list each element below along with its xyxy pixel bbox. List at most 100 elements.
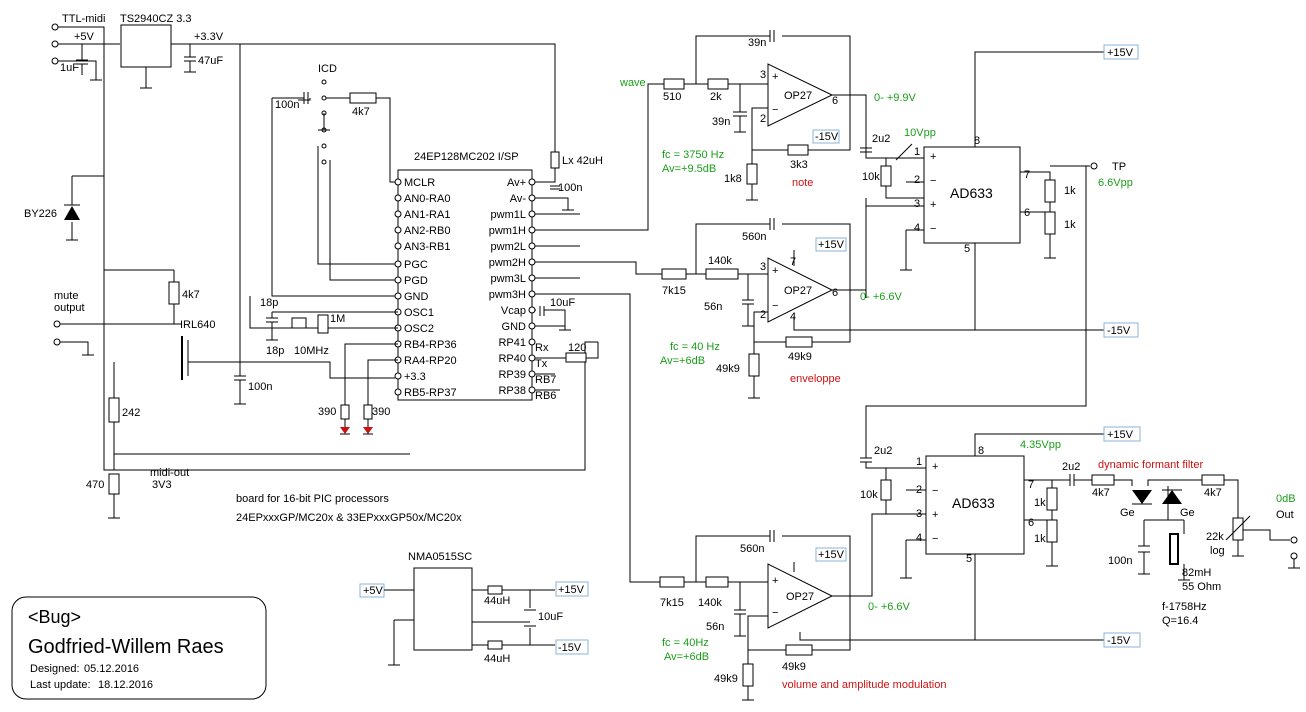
resistor-140k-vol	[705, 576, 729, 588]
resistor-1k-b-mult1	[1044, 211, 1056, 235]
stage-envelope: 7k15 140k 560n 56n OP27 +− 3 2 7 4 6 +15…	[535, 198, 975, 399]
regulator-ts2940	[120, 24, 172, 68]
mcu-pin-left: RA4-RP20	[404, 355, 457, 367]
r49k9-env-label: 49k9	[716, 363, 740, 375]
power-section: TTL-midi +5V 1uF TS2940CZ 3.3 +3.3V 47uF…	[24, 13, 556, 471]
pin-3: 3	[916, 508, 922, 520]
r140k-vol-label: 140k	[698, 597, 722, 609]
diode-label: BY226	[24, 208, 57, 220]
mcu-pin-left: PGC	[404, 259, 428, 271]
mcu-pin-right: Av+	[507, 177, 526, 189]
pos15-mult1-box	[1103, 44, 1139, 60]
out-label: Out	[1276, 509, 1294, 521]
filter-title: dynamic formant filter	[1098, 459, 1203, 471]
svg-text:+: +	[930, 151, 936, 163]
pin-2: 2	[760, 113, 766, 125]
r4k7-icd-label: 4k7	[352, 106, 370, 118]
svg-text:−: −	[930, 223, 936, 235]
fet-label: IRL640	[180, 319, 215, 331]
designed-label: Designed:	[30, 663, 80, 675]
resistor-10k-mult2	[880, 479, 892, 501]
inductor-44uh-a	[487, 585, 503, 595]
range-env-label: 0- +6.6V	[860, 291, 903, 303]
mute-label-2: output	[54, 302, 85, 314]
r10k-mult1-label: 10k	[862, 171, 880, 183]
range-vol-label: 0- +6.6V	[868, 601, 911, 613]
c10uf-vcap-label: 10uF	[550, 297, 575, 309]
svg-text:+: +	[772, 575, 778, 587]
pin-3: 3	[760, 261, 766, 273]
inductor-lx	[550, 151, 560, 169]
pin-7: 7	[790, 256, 796, 268]
diode-ge-b	[1162, 490, 1182, 504]
update-date: 18.12.2016	[98, 679, 153, 691]
neg15-vol-label: -15V	[1107, 635, 1131, 647]
crystal-10mhz	[291, 317, 307, 329]
mute-terminal-b	[53, 338, 61, 346]
inductor-44uh-b	[487, 640, 503, 650]
led-a-symbol	[340, 427, 350, 434]
opamp-vol-label: OP27	[786, 591, 814, 603]
f-label: f-1758Hz	[1162, 601, 1207, 613]
resistor-10k-mult1	[880, 165, 892, 187]
svg-text:+: +	[930, 199, 936, 211]
pos15-vol-label: +15V	[818, 549, 845, 561]
c2u2-mult1-label: 2u2	[872, 133, 890, 145]
r510-label: 510	[663, 91, 681, 103]
out-terminal	[1290, 536, 1298, 544]
neg15-vol-box	[1103, 632, 1141, 648]
midi-out-label-1: midi-out	[150, 467, 189, 479]
c56n-vol-label: 56n	[706, 621, 724, 633]
c10uf-nma-label: 10uF	[538, 611, 563, 623]
nma0515-section: NMA0515SC +5V 44uH 44uH 10uF +15V -15V	[359, 551, 589, 666]
l82mh-label: 82mH	[1182, 567, 1211, 579]
svg-text:−: −	[772, 607, 778, 619]
tp-terminal	[1090, 162, 1098, 170]
av-env-label: Av=+6dB	[660, 355, 705, 367]
mcu-pin-right: pwm3L	[491, 273, 526, 285]
ad633-body-1	[923, 146, 1021, 244]
svg-text:−: −	[772, 104, 778, 116]
fc-wave-label: fc = 3750 Hz	[662, 149, 724, 161]
fc-vol-label: fc = 40Hz	[662, 637, 709, 649]
mcu-pin-left: PGD	[404, 275, 428, 287]
ge-a-label: Ge	[1120, 507, 1135, 519]
neg15-wave-box	[812, 129, 840, 144]
pos15-env-box	[815, 237, 847, 252]
pos15-env-label: +15V	[818, 239, 845, 251]
pin-3: 3	[914, 198, 920, 210]
opamp-op27-vol	[767, 563, 834, 629]
resistor-120	[565, 352, 587, 363]
pin-4: 4	[790, 311, 796, 323]
midi-out-label-2: 3V3	[152, 479, 172, 491]
svg-text:+: +	[772, 265, 778, 277]
r140k-env-label: 140k	[708, 255, 732, 267]
out-db-label: 0dB	[1276, 493, 1296, 505]
opamp-wave-label: OP27	[784, 90, 812, 102]
pos15-mult2-box	[1103, 426, 1141, 442]
mcu-pin-right: GND	[502, 321, 527, 333]
mcu-pin-left: AN1-RA1	[404, 209, 450, 221]
env-label: enveloppe	[790, 373, 841, 385]
opamp-op27-env	[767, 257, 834, 323]
r4k7-mute-label: 4k7	[182, 289, 200, 301]
neg15-mult1-box	[1103, 322, 1139, 338]
resistor-4k7-a-filter	[1091, 474, 1115, 486]
c39n-top-label: 39n	[748, 37, 766, 49]
pin-6: 6	[1024, 207, 1030, 219]
resistor-4k7-mute	[168, 281, 180, 305]
ad633-mult2: 2u2 AD633 10k +− +− 1 2 3 4 8 5 7 6 1k 1…	[860, 426, 1141, 648]
resistor-510	[663, 78, 685, 90]
nma-out-n-label: -15V	[558, 642, 582, 654]
pin-5: 5	[966, 553, 972, 565]
pos15-mult1-label: +15V	[1107, 47, 1134, 59]
r1k-a-mult2-label: 1k	[1034, 497, 1046, 509]
rb6-label: RB6	[535, 390, 556, 402]
author-label: Godfried-Willem Raes	[28, 636, 224, 658]
pin-7: 7	[1024, 169, 1030, 181]
c18p-a-label: 18p	[260, 297, 278, 309]
pin-8: 8	[978, 445, 984, 457]
mcu-pin-left: RB4-RP36	[404, 339, 457, 351]
r49k9-vol-fb-label: 49k9	[782, 661, 806, 673]
rb7-label: RB7	[535, 374, 556, 386]
